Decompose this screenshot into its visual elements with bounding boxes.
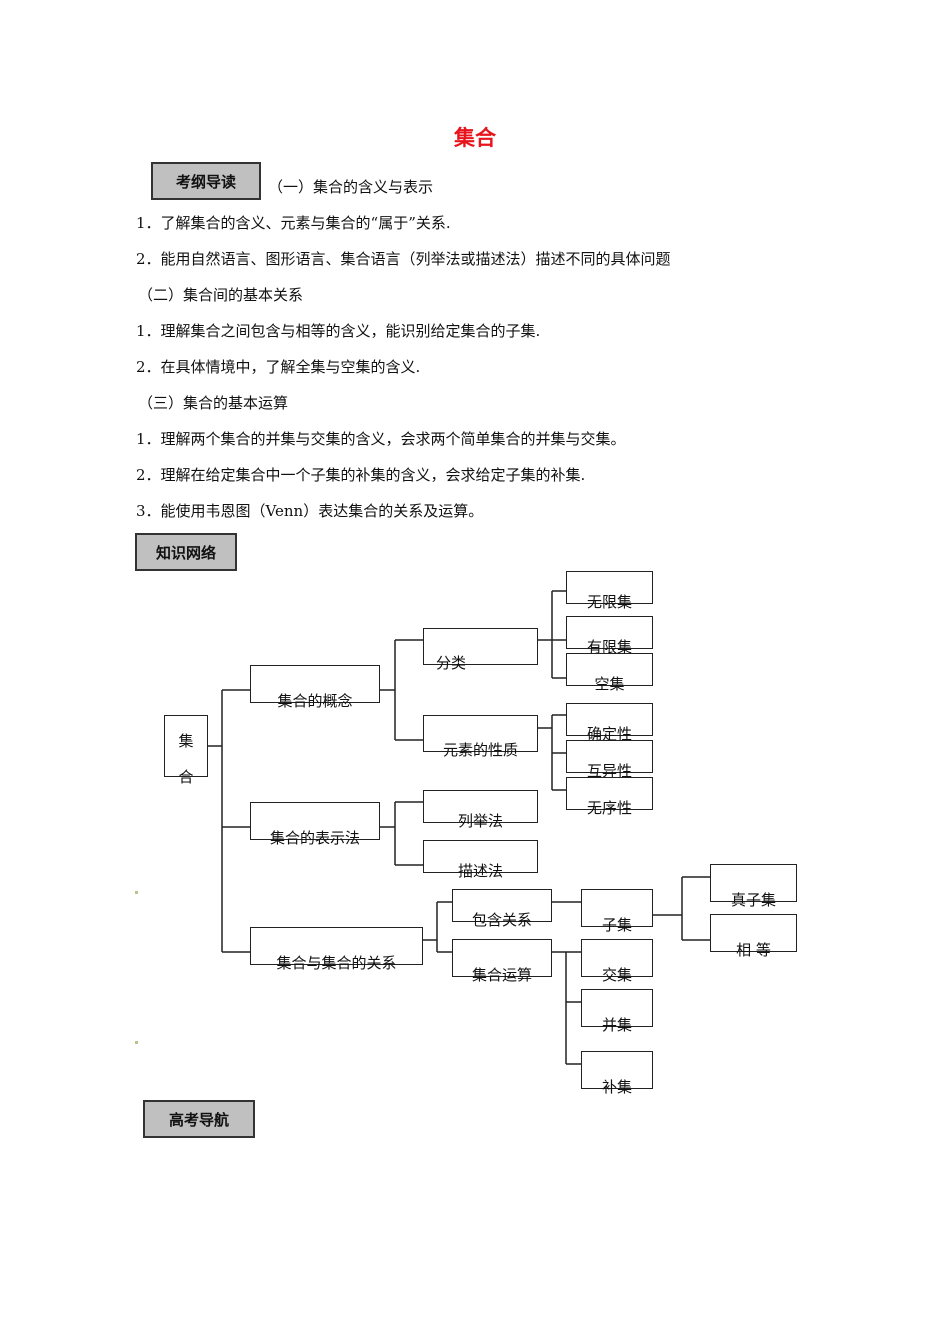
section-tag-guide: 高考导航 (143, 1100, 255, 1138)
text-line: （二）集合间的基本关系 (138, 286, 304, 304)
node-label: 包含关系 (471, 911, 532, 929)
node-label: 空集 (594, 675, 625, 693)
text-line: 2．在具体情境中，了解全集与空集的含义. (136, 358, 421, 376)
node-inclusion: 包含关系 (452, 889, 552, 929)
text-line: 2．理解在给定集合中一个子集的补集的含义，会求给定子集的补集. (136, 466, 586, 484)
node-label: 补集 (601, 1078, 632, 1096)
node-description: 描述法 (423, 840, 538, 880)
node-label: 集合的表示法 (269, 829, 360, 847)
node-concept: 集合的概念 (250, 665, 380, 710)
node-label: 元素的性质 (442, 741, 518, 759)
node-label: 相 等 (736, 941, 771, 959)
node-label: 分类 (436, 654, 467, 672)
node-equal: 相 等 (710, 914, 797, 959)
node-label: 列举法 (457, 812, 503, 830)
node-unordered: 无序性 (566, 777, 653, 817)
node-label: 真子集 (730, 891, 776, 909)
node-root: 集 合 (164, 715, 208, 786)
node-complement: 补集 (581, 1051, 653, 1096)
text-line: 3．能使用韦恩图（Venn）表达集合的关系及运算。 (136, 502, 484, 520)
page-title: 集合 (454, 126, 496, 150)
node-proper-subset: 真子集 (710, 864, 797, 909)
node-label: 无限集 (586, 593, 632, 611)
section-tag-network: 知识网络 (135, 533, 237, 571)
stray-mark (135, 1041, 138, 1044)
node-label: 无序性 (586, 799, 632, 817)
node-label: 确定性 (586, 725, 632, 743)
text-line: 1．理解集合之间包含与相等的含义，能识别给定集合的子集. (136, 322, 541, 340)
node-relations: 集合与集合的关系 (250, 927, 423, 972)
text-line: 2．能用自然语言、图形语言、集合语言（列举法或描述法）描述不同的具体问题 (136, 250, 671, 268)
node-label: 集合与集合的关系 (276, 954, 397, 972)
node-label: 有限集 (586, 638, 632, 656)
node-distinct: 互异性 (566, 740, 653, 780)
text-line: （三）集合的基本运算 (138, 394, 289, 412)
node-label: 集 (178, 732, 194, 750)
node-label: 集合的概念 (277, 692, 353, 710)
node-definite: 确定性 (566, 703, 653, 743)
node-finite: 有限集 (566, 616, 653, 656)
node-representation: 集合的表示法 (250, 802, 380, 847)
node-label: 交集 (601, 966, 632, 984)
node-label: 并集 (601, 1016, 632, 1034)
node-label: 子集 (601, 916, 632, 934)
node-empty: 空集 (566, 653, 653, 693)
node-intersection: 交集 (581, 939, 653, 984)
node-label: 集合运算 (471, 966, 532, 984)
node-listing: 列举法 (423, 790, 538, 830)
node-infinite: 无限集 (566, 571, 653, 611)
stray-mark (135, 891, 138, 894)
node-label: 描述法 (457, 862, 503, 880)
text-line: 1．了解集合的含义、元素与集合的“属于”关系. (136, 214, 451, 232)
node-classify: 分类 (423, 628, 538, 672)
text-line: （一）集合的含义与表示 (268, 178, 434, 196)
node-label: 互异性 (586, 762, 632, 780)
node-subset: 子集 (581, 889, 653, 934)
node-label: 合 (178, 768, 194, 786)
node-union: 并集 (581, 989, 653, 1034)
text-line: 1．理解两个集合的并集与交集的含义，会求两个简单集合的并集与交集。 (136, 430, 626, 448)
node-operations: 集合运算 (452, 939, 552, 984)
section-tag-outline: 考纲导读 (151, 162, 261, 200)
node-properties: 元素的性质 (423, 715, 538, 759)
